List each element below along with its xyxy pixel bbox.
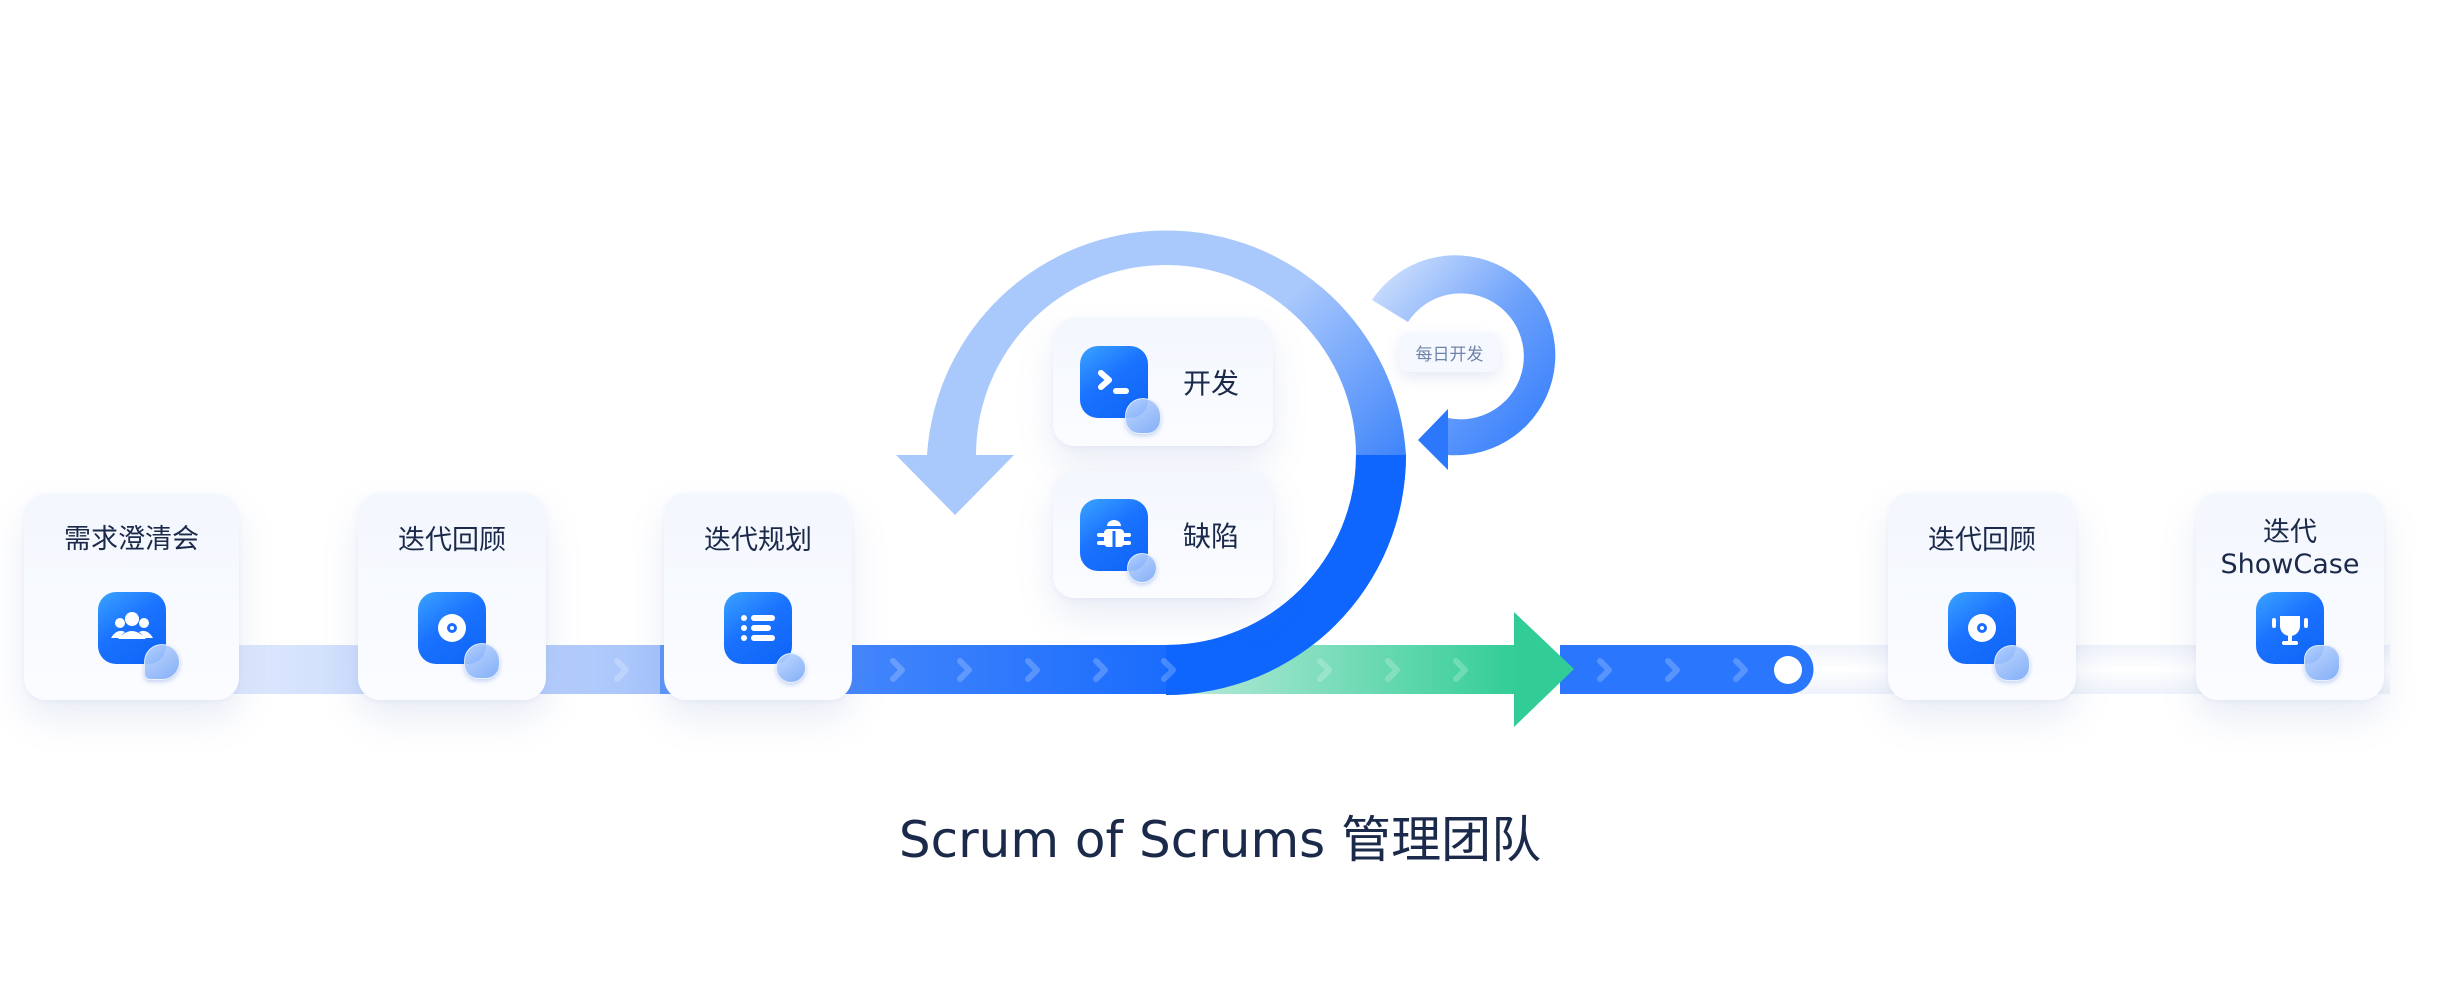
glass-badge [1125,398,1161,434]
stage-label: 迭代规划 [704,525,812,556]
glass-badge [464,643,500,679]
daily-loop-label: 每日开发 [1399,332,1500,372]
diagram-title: Scrum of Scrums 管理团队 [898,811,1542,869]
daily-loop-ring [1372,255,1556,456]
stage-label: 迭代回顾 [1928,525,2036,556]
glass-badge [1994,645,2030,681]
stage-card-requirement[interactable]: 需求澄清会 [24,494,239,700]
stage-card-retro-1[interactable]: 迭代回顾 [358,493,546,700]
stage-label: 迭代回顾 [398,525,506,556]
loop-card-develop[interactable]: 开发 [1053,318,1273,446]
stage-card-showcase[interactable]: 迭代 ShowCase [2196,493,2384,700]
glass-badge [2304,645,2340,681]
daily-loop-arrowhead [1418,409,1448,470]
track-chevrons [614,658,1748,682]
loop-item-label: 缺陷 [1183,519,1240,553]
stage-label-line2: ShowCase [2220,549,2360,580]
big-loop-arrowhead [896,455,1014,515]
target-icon [418,592,486,664]
track-blue-right [1560,645,1814,694]
stage-card-retro-2[interactable]: 迭代回顾 [1888,493,2076,700]
loop-item-label: 开发 [1183,367,1240,400]
target-icon [1948,592,2016,664]
green-arrowhead [1514,612,1574,727]
loop-lower-overlay [1166,455,1406,695]
glass-badge [1127,553,1157,583]
loop-card-defect[interactable]: 缺陷 [1053,471,1273,598]
stage-label-line1: 迭代 [2263,517,2317,548]
glass-badge [144,644,180,680]
glass-badge [776,653,806,683]
list-icon [724,592,792,664]
stage-card-planning[interactable]: 迭代规划 [664,493,852,700]
stage-label: 需求澄清会 [64,524,199,555]
track-end-dot [1774,656,1802,684]
